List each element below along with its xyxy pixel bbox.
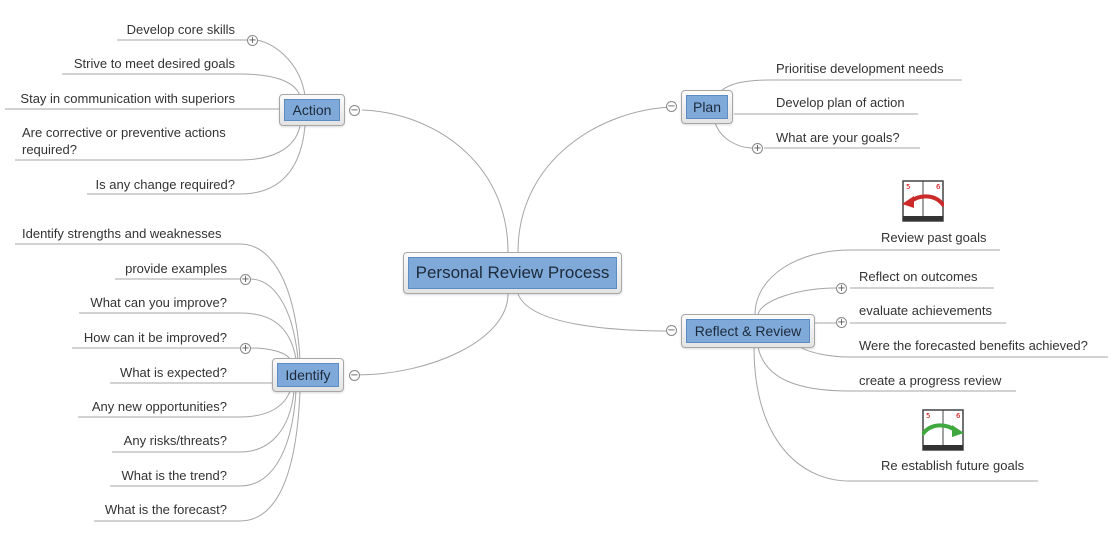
expand-toggle-develop-core-skills[interactable]: + bbox=[247, 35, 258, 46]
expand-toggle-reflect-outcomes[interactable]: + bbox=[836, 283, 847, 294]
central-topic-label: Personal Review Process bbox=[408, 257, 617, 289]
subtopic-how-improved[interactable]: How can it be improved? bbox=[83, 330, 227, 345]
subtopic-stay-communication[interactable]: Stay in communication with superiors bbox=[20, 91, 235, 106]
central-topic[interactable]: Personal Review Process bbox=[403, 252, 622, 294]
subtopic-any-change[interactable]: Is any change required? bbox=[95, 177, 235, 192]
topic-identify-label: Identify bbox=[277, 363, 339, 387]
subtopic-evaluate-achievements[interactable]: evaluate achievements bbox=[859, 303, 992, 318]
topic-identify[interactable]: Identify bbox=[272, 358, 344, 392]
topic-action-label: Action bbox=[284, 99, 340, 121]
subtopic-develop-plan[interactable]: Develop plan of action bbox=[776, 95, 905, 110]
collapse-toggle-action[interactable]: − bbox=[349, 105, 360, 116]
expand-toggle-provide-examples[interactable]: + bbox=[240, 274, 251, 285]
collapse-toggle-identify[interactable]: − bbox=[349, 370, 360, 381]
svg-text:5: 5 bbox=[926, 412, 930, 420]
subtopic-develop-core-skills[interactable]: Develop core skills bbox=[126, 22, 235, 37]
subtopic-the-forecast[interactable]: What is the forecast? bbox=[104, 502, 227, 517]
topic-action[interactable]: Action bbox=[279, 94, 345, 126]
subtopic-progress-review[interactable]: create a progress review bbox=[859, 373, 1002, 388]
topic-reflect-review[interactable]: Reflect & Review bbox=[681, 314, 815, 348]
collapse-toggle-reflect-review[interactable]: − bbox=[666, 325, 677, 336]
subtopic-the-trend[interactable]: What is the trend? bbox=[121, 468, 228, 483]
subtopic-forecasted-benefits[interactable]: Were the forecasted benefits achieved? bbox=[859, 338, 1088, 353]
subtopic-new-opportunities[interactable]: Any new opportunities? bbox=[91, 399, 227, 414]
subtopic-prioritise-needs[interactable]: Prioritise development needs bbox=[776, 61, 944, 76]
subtopic-strengths-weaknesses[interactable]: Identify strengths and weaknesses bbox=[22, 226, 222, 241]
svg-text:6: 6 bbox=[956, 412, 961, 420]
svg-text:6: 6 bbox=[936, 183, 941, 191]
subtopic-risks-threats[interactable]: Any risks/threats? bbox=[123, 433, 227, 448]
topic-plan-label: Plan bbox=[686, 95, 728, 119]
subtopic-what-improve[interactable]: What can you improve? bbox=[90, 295, 227, 310]
subtopic-provide-examples[interactable]: provide examples bbox=[125, 261, 227, 276]
collapse-toggle-plan[interactable]: − bbox=[666, 101, 677, 112]
topic-plan[interactable]: Plan bbox=[681, 90, 733, 124]
svg-text:5: 5 bbox=[906, 183, 910, 191]
subtopic-future-goals[interactable]: Re establish future goals bbox=[881, 458, 1025, 473]
subtopic-corrective-actions[interactable]: Are corrective or preventive actions req… bbox=[22, 125, 226, 157]
subtopic-what-expected[interactable]: What is expected? bbox=[120, 365, 227, 380]
topic-reflect-review-label: Reflect & Review bbox=[686, 319, 810, 343]
expand-toggle-evaluate-achievements[interactable]: + bbox=[836, 317, 847, 328]
expand-toggle-how-improved[interactable]: + bbox=[240, 343, 251, 354]
expand-toggle-your-goals[interactable]: + bbox=[752, 143, 763, 154]
calendar-forward-arrow-icon: 5 6 bbox=[922, 409, 964, 451]
calendar-back-arrow-icon: 5 6 bbox=[902, 180, 944, 222]
subtopic-review-past-goals[interactable]: Review past goals bbox=[881, 230, 987, 245]
subtopic-reflect-outcomes[interactable]: Reflect on outcomes bbox=[859, 269, 978, 284]
subtopic-strive-goals[interactable]: Strive to meet desired goals bbox=[73, 56, 235, 71]
subtopic-your-goals[interactable]: What are your goals? bbox=[776, 130, 900, 145]
